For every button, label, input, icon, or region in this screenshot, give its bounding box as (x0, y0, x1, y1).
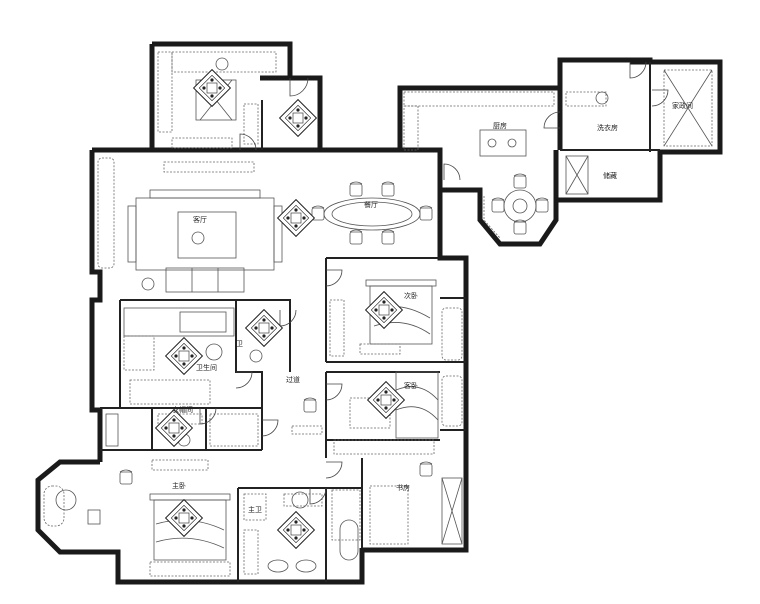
room-label-master-bath: 主卫 (248, 505, 262, 514)
room-label-living: 客厅 (193, 215, 207, 224)
room-label-master: 主卧 (172, 481, 186, 490)
doors (199, 61, 669, 505)
room-label-utility: 家政间 (672, 101, 693, 110)
bedroom3-furniture (333, 371, 463, 455)
floor-marker (165, 499, 203, 537)
living-furniture (97, 157, 283, 293)
dining-furniture (311, 181, 433, 245)
floor-marker (365, 291, 403, 329)
floor-marker (367, 381, 405, 419)
room-label-bedroom2: 次卧 (404, 291, 418, 300)
room-label-corridor: 过道 (286, 375, 300, 384)
room-label-storage: 储藏 (603, 171, 617, 180)
exterior-walls (35, 41, 723, 585)
room-label-wc: 卫 (236, 340, 243, 348)
laundry-furniture (565, 69, 713, 195)
floor-marker (277, 199, 315, 237)
kitchen-furniture (403, 91, 555, 239)
room-label-kitchen: 厨房 (493, 121, 507, 130)
room-labels: 厨房 洗衣房 储藏 家政间 餐厅 客厅 次卧 客卧 书房 卫生间 衣帽间 主卧 … (172, 101, 693, 514)
room-label-laundry: 洗衣房 (597, 123, 618, 132)
master-furniture (43, 459, 231, 577)
floor-marker (279, 99, 317, 137)
floor-marker (277, 511, 315, 549)
floor-markers (155, 69, 405, 549)
study2-furniture (331, 461, 463, 561)
floor-marker (245, 309, 283, 347)
public-bath-furniture (123, 307, 263, 405)
room-label-bedroom3: 客卧 (404, 381, 418, 390)
corridor-furniture (291, 397, 323, 435)
room-label-dining: 餐厅 (364, 200, 378, 209)
master-bath-furniture (243, 491, 323, 575)
room-label-bath-public: 卫生间 (196, 363, 217, 372)
room-label-cloak: 衣帽间 (172, 405, 193, 414)
floor-marker (193, 69, 231, 107)
interior-walls (100, 62, 660, 582)
bedroom2-furniture (329, 279, 463, 361)
floor-marker (155, 409, 193, 447)
room-label-study: 书房 (396, 483, 410, 492)
